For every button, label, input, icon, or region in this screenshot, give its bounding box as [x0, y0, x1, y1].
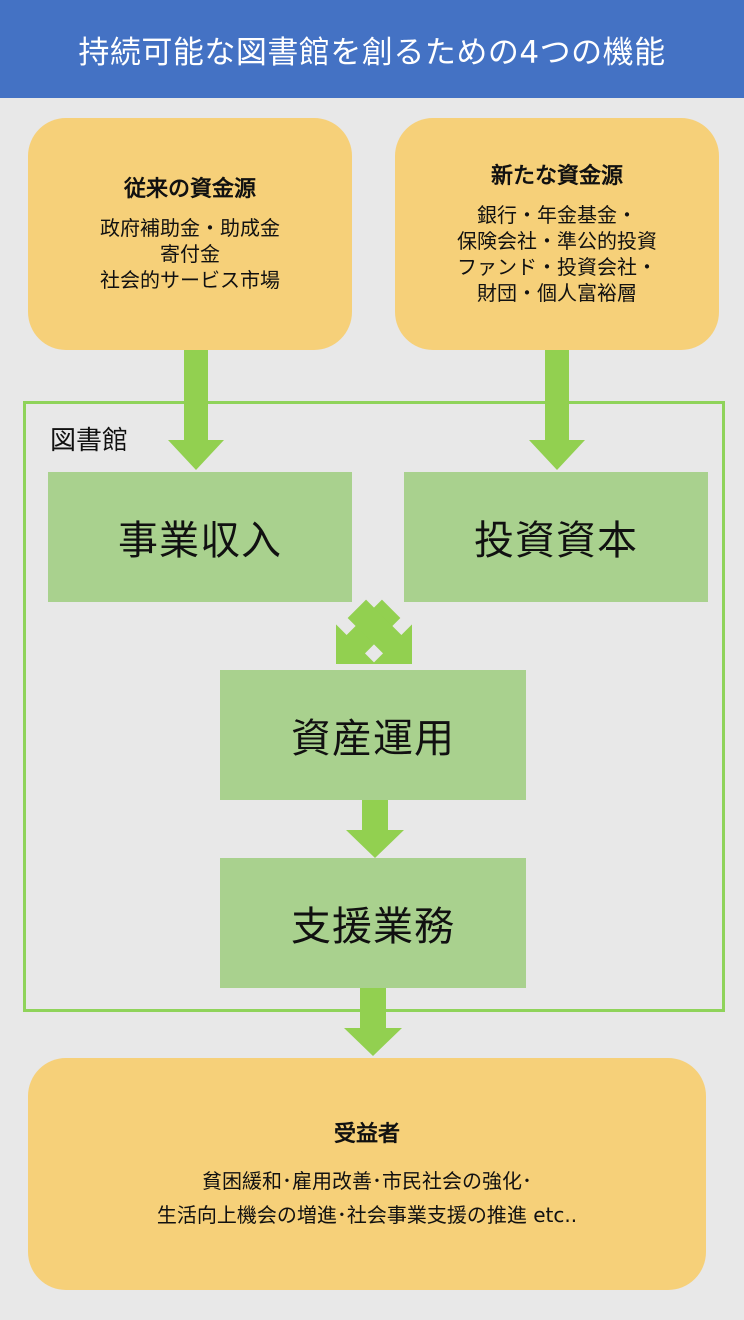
arrow-down-icon	[168, 350, 224, 470]
traditional-funding-line: 政府補助金・助成金	[100, 216, 280, 240]
new-funding-line: 保険会社・準公的投資	[457, 229, 657, 253]
beneficiary-title: 受益者	[333, 1122, 400, 1147]
page-title: 持続可能な図書館を創るための4つの機能	[0, 0, 744, 98]
beneficiary-box: 受益者 貧困緩和･雇用改善･市民社会の強化･ 生活向上機会の増進･社会事業支援の…	[28, 1058, 706, 1290]
arrow-down-icon	[344, 988, 402, 1056]
new-funding-line: 銀行・年金基金・	[477, 203, 637, 227]
traditional-funding-line: 寄付金	[160, 242, 220, 266]
arrow-down-icon	[529, 350, 585, 470]
business-income-box: 事業収入	[48, 472, 352, 602]
investment-capital-box: 投資資本	[404, 472, 708, 602]
arrow-diagonal-left-icon	[347, 599, 412, 664]
traditional-funding-box: 従来の資金源 政府補助金・助成金 寄付金 社会的サービス市場	[28, 118, 352, 350]
asset-management-box: 資産運用	[220, 670, 526, 800]
library-label: 図書館	[50, 426, 129, 456]
beneficiary-line: 生活向上機会の増進･社会事業支援の推進 etc..	[156, 1203, 578, 1227]
traditional-funding-line: 社会的サービス市場	[100, 268, 280, 292]
new-funding-box: 新たな資金源 銀行・年金基金・ 保険会社・準公的投資 ファンド・投資会社・ 財団…	[395, 118, 719, 350]
traditional-funding-title: 従来の資金源	[123, 177, 256, 202]
beneficiary-line: 貧困緩和･雇用改善･市民社会の強化･	[202, 1169, 532, 1193]
support-operations-box: 支援業務	[220, 858, 526, 988]
arrow-down-icon	[346, 800, 404, 858]
new-funding-title: 新たな資金源	[490, 164, 623, 189]
new-funding-line: 財団・個人富裕層	[477, 281, 637, 305]
new-funding-line: ファンド・投資会社・	[457, 255, 657, 279]
